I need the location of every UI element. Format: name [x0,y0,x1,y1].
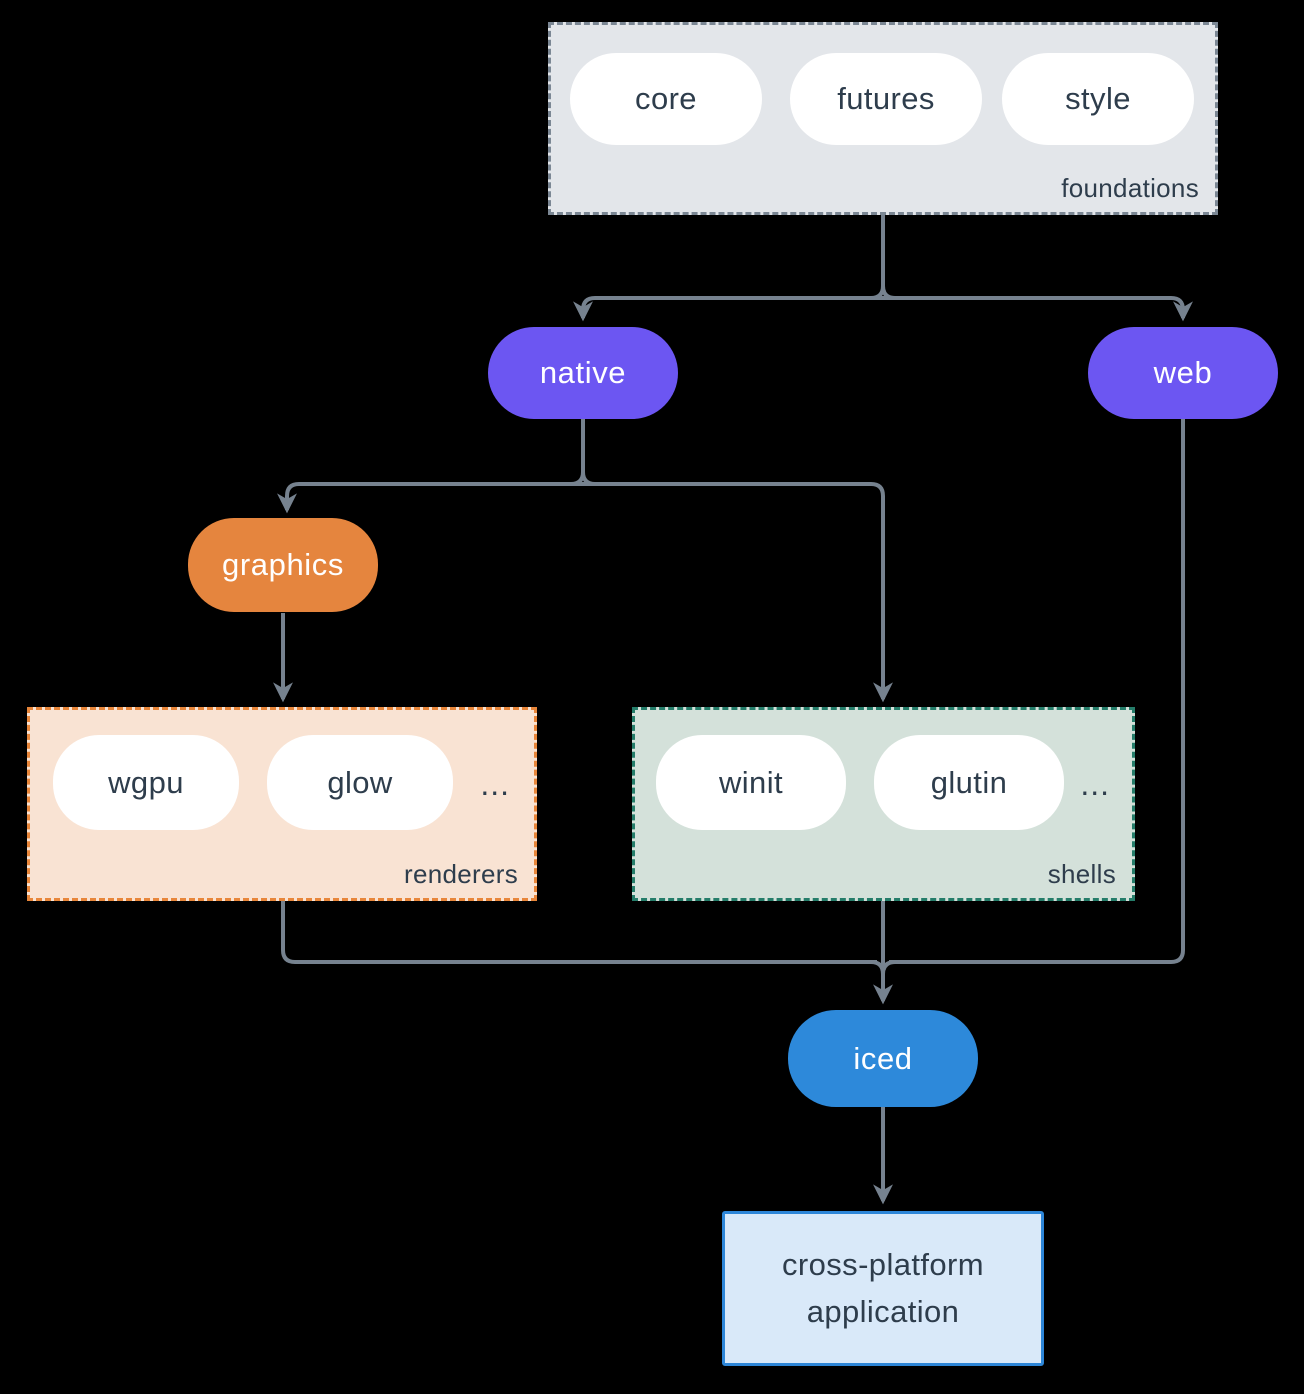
node-winit: winit [656,735,846,830]
connector-native-to-graphics [277,482,583,514]
node-style-label: style [1065,81,1131,116]
node-iced: iced [788,1010,978,1107]
node-glutin-label: glutin [930,764,1008,800]
node-graphics-label: graphics [222,547,344,582]
node-native-label: native [539,355,627,390]
connector-foundations-to-web [883,296,1193,322]
connector-renderers-to-merge [281,901,877,964]
connector-native-to-shells [583,482,893,703]
node-style: style [1002,53,1194,145]
node-glow: glow [267,735,453,830]
node-web-label: web [1153,355,1213,390]
node-graphics: graphics [188,518,378,612]
renderers-group-label: renderers [404,859,518,889]
shells-group: winit glutin ... shells [632,707,1135,901]
connector-web-to-merge [889,419,1185,964]
node-wgpu-label: wgpu [108,764,184,800]
node-wgpu: wgpu [53,735,239,830]
node-glow-label: glow [327,764,393,800]
node-application: cross-platform application [722,1211,1044,1366]
node-core-label: core [635,81,697,116]
renderers-group: wgpu glow ... renderers [27,707,537,901]
renderers-ellipsis: ... [480,766,510,802]
node-winit-label: winit [718,764,783,800]
node-iced-label: iced [853,1040,913,1076]
foundations-group-label: foundations [1061,173,1199,203]
connector-foundations-to-native [573,296,883,322]
node-web: web [1088,327,1278,419]
node-application-line1: cross-platform [782,1247,984,1282]
node-glutin: glutin [874,735,1064,830]
node-futures-label: futures [837,81,935,116]
node-futures: futures [790,53,982,145]
node-application-line2: application [806,1293,960,1329]
shells-group-label: shells [1047,859,1116,889]
shells-ellipsis: ... [1080,766,1110,802]
node-core: core [570,53,762,145]
node-native: native [488,327,678,419]
foundations-group: core futures style foundations [548,22,1218,215]
